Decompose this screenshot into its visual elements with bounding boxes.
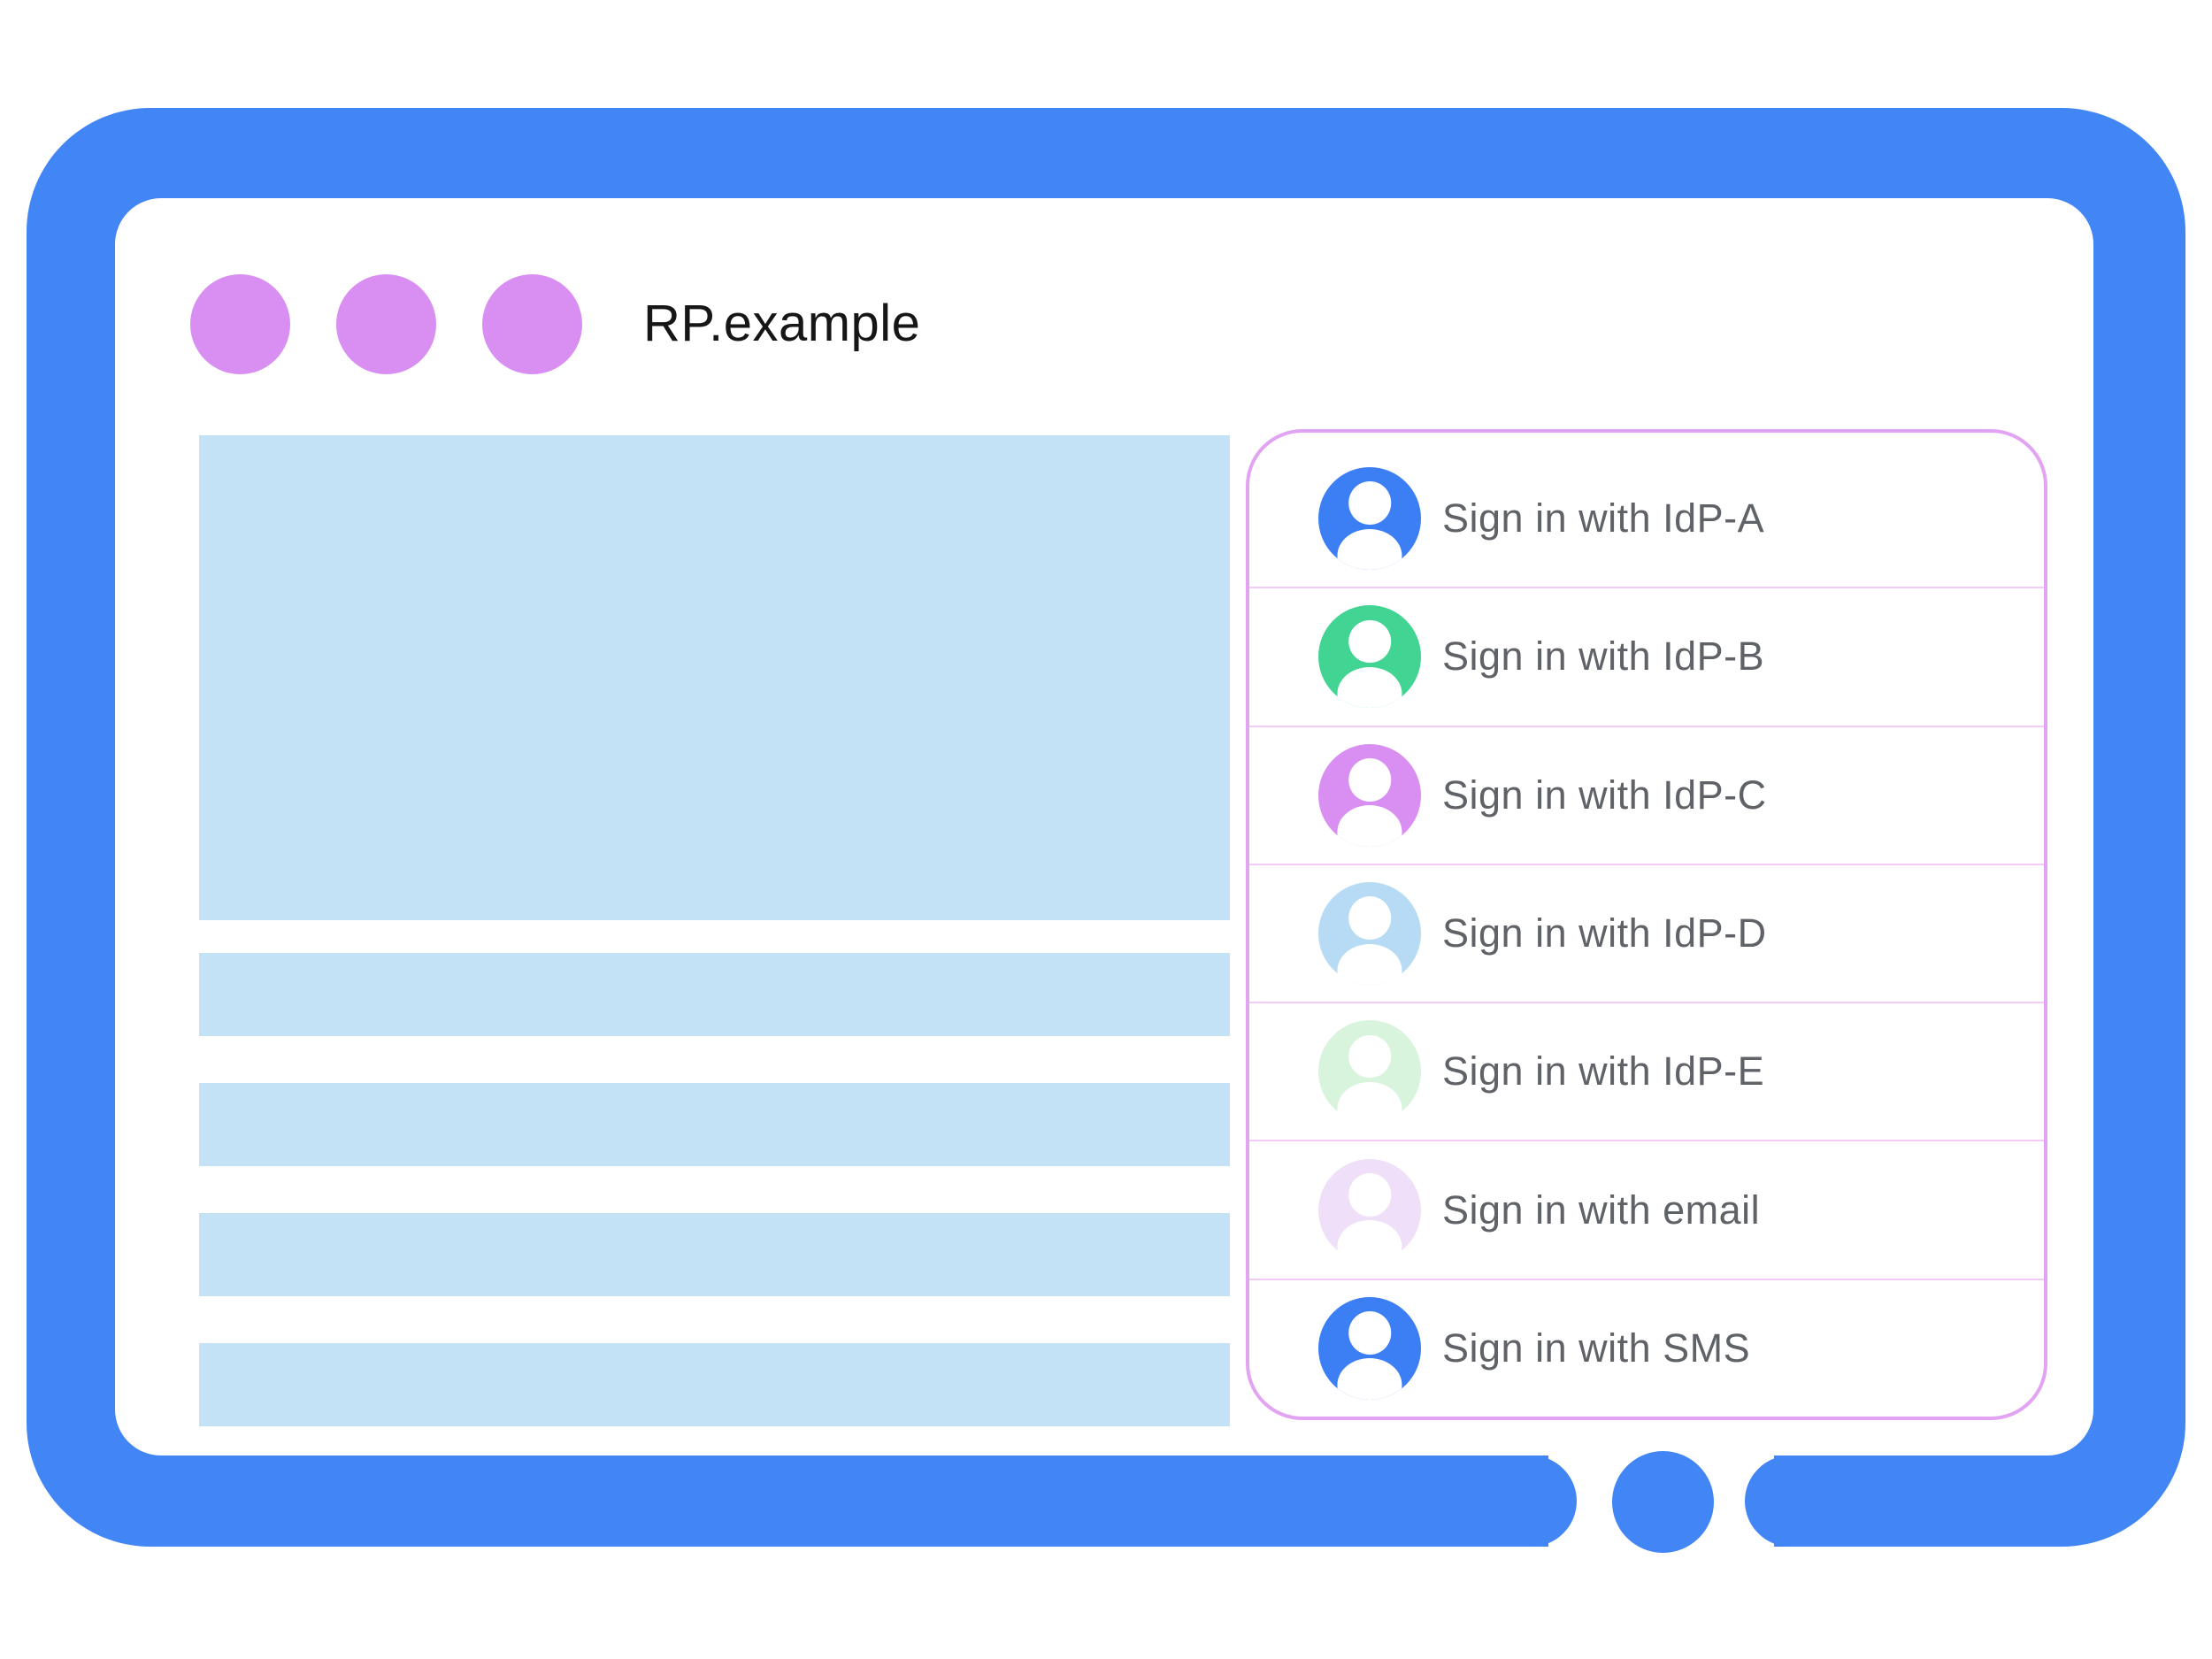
person-icon — [1318, 743, 1421, 847]
person-icon — [1318, 881, 1421, 985]
signin-option-label: Sign in with IdP-D — [1442, 910, 1767, 956]
signin-option-label: Sign in with IdP-E — [1442, 1048, 1765, 1094]
signin-option-label: Sign in with email — [1442, 1187, 1761, 1233]
signin-dialog: Sign in with IdP-A Sign in with IdP-B Si… — [1246, 429, 2047, 1420]
bezel-left-cap — [1491, 1455, 1577, 1547]
content-placeholder-bar — [199, 953, 1230, 1036]
home-button[interactable] — [1612, 1451, 1714, 1553]
signin-option-row[interactable]: Sign in with IdP-D — [1249, 863, 2044, 1002]
signin-option-row[interactable]: Sign in with IdP-E — [1249, 1002, 2044, 1140]
person-icon — [1318, 1158, 1421, 1262]
signin-option-label: Sign in with SMS — [1442, 1325, 1751, 1371]
signin-option-label: Sign in with IdP-B — [1442, 634, 1765, 680]
window-control-dot-icon — [190, 274, 290, 374]
content-placeholder-hero — [199, 435, 1230, 920]
signin-option-row[interactable]: Sign in with IdP-C — [1249, 725, 2044, 864]
person-icon — [1318, 1020, 1421, 1124]
person-icon — [1318, 605, 1421, 709]
signin-option-row[interactable]: Sign in with email — [1249, 1140, 2044, 1278]
window-control-dot-icon — [482, 274, 582, 374]
person-icon — [1318, 1296, 1421, 1400]
person-icon — [1318, 467, 1421, 571]
signin-option-row[interactable]: Sign in with IdP-B — [1249, 587, 2044, 725]
page-title: RP.example — [643, 295, 921, 352]
signin-option-row[interactable]: Sign in with IdP-A — [1249, 450, 2044, 587]
content-placeholder-bar — [199, 1343, 1230, 1426]
signin-option-label: Sign in with IdP-C — [1442, 772, 1767, 818]
signin-option-label: Sign in with IdP-A — [1442, 495, 1765, 541]
content-placeholder-bar — [199, 1083, 1230, 1166]
bezel-right-cap — [1745, 1455, 1831, 1547]
content-placeholder-bar — [199, 1213, 1230, 1296]
signin-option-row[interactable]: Sign in with SMS — [1249, 1278, 2044, 1417]
window-control-dot-icon — [336, 274, 436, 374]
